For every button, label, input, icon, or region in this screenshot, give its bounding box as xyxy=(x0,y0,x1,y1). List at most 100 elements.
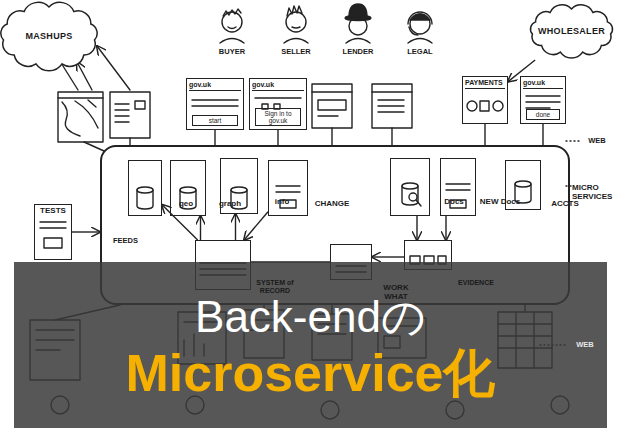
web-page-sketch xyxy=(312,84,352,128)
mashup-page-sketch xyxy=(115,101,145,122)
connector xyxy=(162,205,198,240)
person-figures xyxy=(284,39,308,44)
person-figures xyxy=(286,12,306,32)
service-icons xyxy=(40,181,531,275)
node-text: Docs xyxy=(432,197,476,206)
node-text: WHOLESALER xyxy=(538,26,605,36)
web-page: gov.uk start xyxy=(186,78,244,130)
node-text: gov.uk xyxy=(523,79,563,89)
service-box: Docs xyxy=(390,158,430,216)
page-icons xyxy=(192,100,238,106)
node-text: MICRO SERVICES xyxy=(572,183,616,201)
node-text: WHAT xyxy=(374,292,418,301)
mashup-page-sketch xyxy=(62,100,98,136)
tier-label: WEB xyxy=(584,136,610,145)
role-label: SELLER xyxy=(271,47,321,56)
web-page: PAYMENTS xyxy=(462,76,508,124)
role-label: LEGAL xyxy=(395,47,445,56)
mashup-page-sketch xyxy=(110,92,150,138)
page-icons xyxy=(467,101,477,111)
node-text: SYSTEM of RECORD xyxy=(253,279,297,295)
service-icons xyxy=(231,187,247,193)
connector xyxy=(484,124,485,145)
web-page-sketch xyxy=(566,140,582,141)
page-icons xyxy=(192,96,560,111)
tier-label: WEB xyxy=(584,136,610,145)
connector xyxy=(542,124,543,145)
web-page-sketch xyxy=(372,92,412,112)
service-icons xyxy=(137,190,153,209)
role-label: LENDER xyxy=(333,47,383,56)
person-figures xyxy=(220,39,244,44)
connector xyxy=(235,214,236,240)
node-text: TESTS xyxy=(36,207,70,216)
cloud-bubble: MASHUPS xyxy=(0,0,102,72)
web-page-sketch xyxy=(331,128,332,146)
web-page-sketch xyxy=(391,128,392,146)
node-text: start xyxy=(192,115,238,126)
role-label: LEGAL xyxy=(395,47,445,56)
node-text: done xyxy=(526,109,560,120)
node-text: Microservice化 xyxy=(126,344,496,404)
service-icons xyxy=(137,187,153,193)
title-band: Back-endのMicroservice化 xyxy=(14,262,607,428)
person-figures xyxy=(292,27,300,28)
node-text: info xyxy=(260,197,304,206)
service-box: CHANGE xyxy=(268,160,308,216)
cloud-bubble: WHOLESALER xyxy=(525,2,618,60)
tier-label: WEB xyxy=(572,340,598,349)
person-figures xyxy=(408,39,432,44)
mashup-arrows xyxy=(77,62,92,90)
node-text: gov.uk xyxy=(252,81,304,91)
connector xyxy=(277,130,278,145)
node-text: NEW Docs xyxy=(478,197,522,206)
edge-label: FEEDS xyxy=(112,236,139,245)
person-figures xyxy=(228,27,236,29)
node-text: EVIDENCE xyxy=(454,279,498,287)
person-figures xyxy=(287,6,302,16)
connector xyxy=(445,216,446,240)
web-page: gov.uk done xyxy=(520,76,566,124)
edge-label: FEEDS xyxy=(112,236,139,245)
service-icons xyxy=(416,200,421,206)
node-text: Sign in to gov.uk xyxy=(255,108,301,126)
service-icons xyxy=(402,186,418,205)
node-text: MASHUPS xyxy=(25,31,72,41)
service-box: NEW Docs xyxy=(440,158,476,216)
person-figures xyxy=(222,12,242,32)
mashup-arrows xyxy=(97,46,130,90)
role-label: LENDER xyxy=(333,47,383,56)
cloud-outline xyxy=(531,5,613,58)
node-text: WORK xyxy=(374,283,418,292)
test-box: TESTS xyxy=(34,204,72,260)
web-page: gov.ukSign in to gov.uk xyxy=(249,78,307,130)
page-icons xyxy=(493,101,503,111)
person-figures xyxy=(346,39,370,44)
page-icons xyxy=(526,96,560,108)
person-figures xyxy=(349,4,367,17)
node-text: PAYMENTS xyxy=(465,79,505,89)
mashup-page-sketch xyxy=(58,92,103,142)
node-text: gov.uk xyxy=(189,81,241,91)
mashup-page-sketch xyxy=(58,92,150,151)
service-icons xyxy=(515,181,531,187)
mashup-page-sketch xyxy=(58,97,103,98)
node-text: graph xyxy=(208,199,252,208)
connector xyxy=(200,216,201,240)
web-page-sketch xyxy=(372,84,412,128)
role-label: SELLER xyxy=(271,47,321,56)
person-figures xyxy=(408,12,432,35)
connector xyxy=(372,256,404,257)
tier-label: WEB xyxy=(572,340,598,349)
connector xyxy=(416,216,417,240)
page-icons xyxy=(480,101,489,111)
connector xyxy=(244,212,268,240)
person-figures xyxy=(410,14,430,34)
service-icons xyxy=(402,183,418,189)
service-box: geo xyxy=(128,160,162,216)
service-icons xyxy=(180,187,196,193)
